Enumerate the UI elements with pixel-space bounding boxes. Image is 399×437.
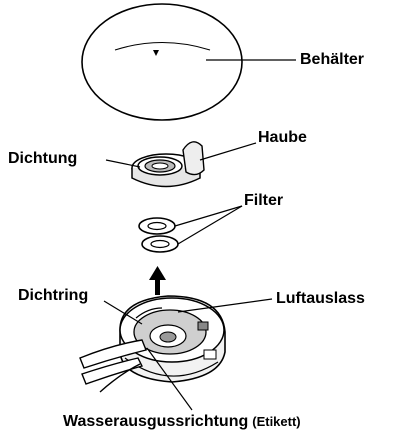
label-wasserausguss: Wasserausgussrichtung xyxy=(63,413,248,430)
container-part xyxy=(82,4,242,120)
filter-rings xyxy=(139,218,178,252)
label-filter: Filter xyxy=(244,193,283,209)
label-haube: Haube xyxy=(258,130,307,146)
up-arrow-icon xyxy=(149,266,166,295)
label-behaelter: Behälter xyxy=(300,52,364,68)
label-dichtring: Dichtring xyxy=(18,288,88,304)
label-dichtung: Dichtung xyxy=(8,151,77,167)
label-luftauslass: Luftauslass xyxy=(276,291,365,307)
label-etikett: (Etikett) xyxy=(252,414,300,429)
label-wasserausguss-group: Wasserausgussrichtung (Etikett) xyxy=(63,413,301,431)
cap-part xyxy=(132,142,204,187)
base-unit xyxy=(80,296,225,392)
